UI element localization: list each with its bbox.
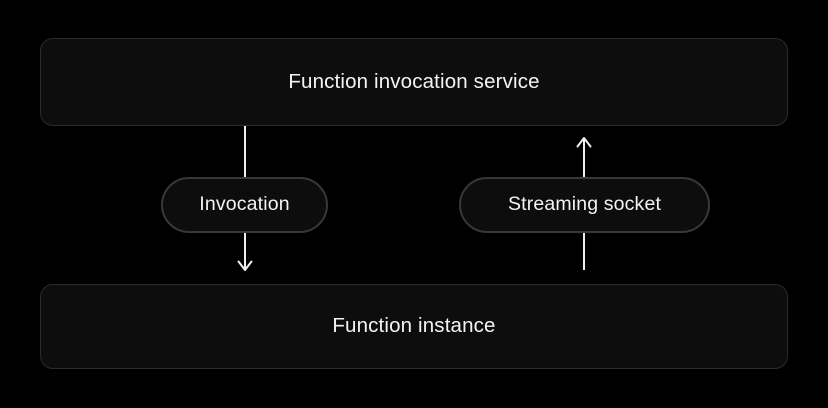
node-invocation[interactable]: Invocation bbox=[161, 177, 328, 233]
node-function-instance[interactable]: Function instance bbox=[40, 284, 788, 369]
node-label-streaming-socket: Streaming socket bbox=[507, 193, 662, 216]
node-label-invocation: Invocation bbox=[199, 193, 290, 216]
node-streaming-socket[interactable]: Streaming socket bbox=[459, 177, 710, 233]
node-label-function-instance: Function instance bbox=[332, 314, 496, 338]
node-function-invocation-service[interactable]: Function invocation service bbox=[40, 38, 788, 126]
node-label-function-invocation-service: Function invocation service bbox=[288, 69, 540, 93]
